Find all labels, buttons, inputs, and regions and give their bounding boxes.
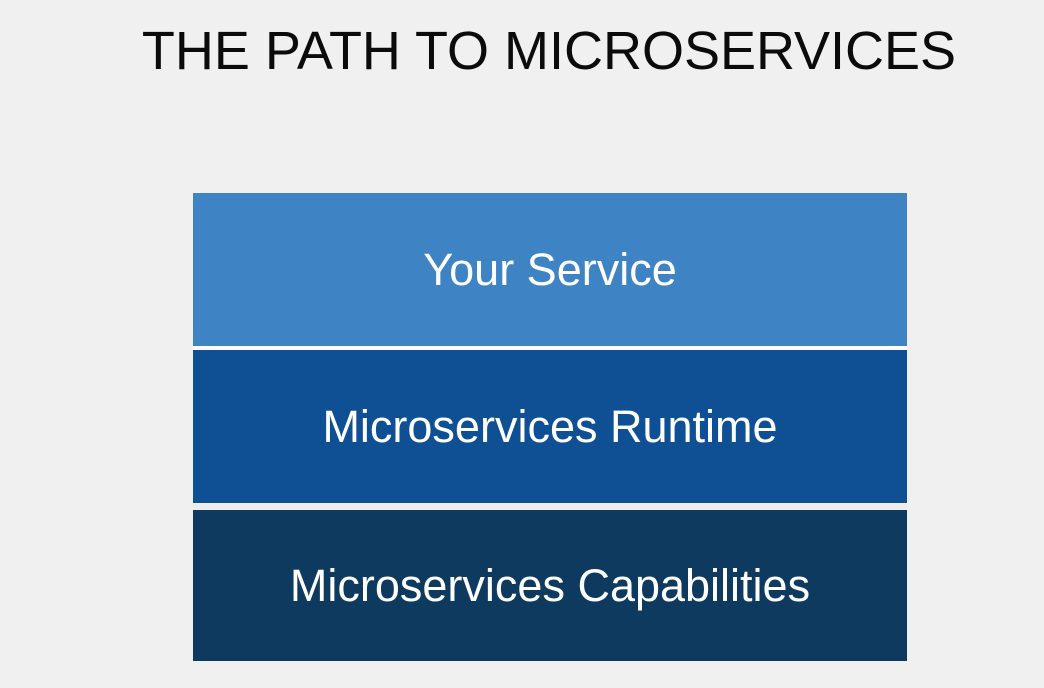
layer-microservices-capabilities-label: Microservices Capabilities: [289, 560, 811, 611]
slide-title: THE PATH TO MICROSERVICES: [141, 21, 957, 81]
layer-divider: [193, 346, 907, 350]
layer-microservices-runtime: Microservices Runtime: [193, 350, 907, 503]
microservices-stack-diagram: Your Service Microservices Runtime Micro…: [193, 193, 907, 661]
layer-your-service: Your Service: [193, 193, 907, 346]
layer-microservices-capabilities: Microservices Capabilities: [193, 510, 907, 661]
layer-microservices-runtime-label: Microservices Runtime: [322, 401, 778, 452]
layer-your-service-label: Your Service: [423, 244, 677, 295]
layer-divider: [193, 503, 907, 510]
